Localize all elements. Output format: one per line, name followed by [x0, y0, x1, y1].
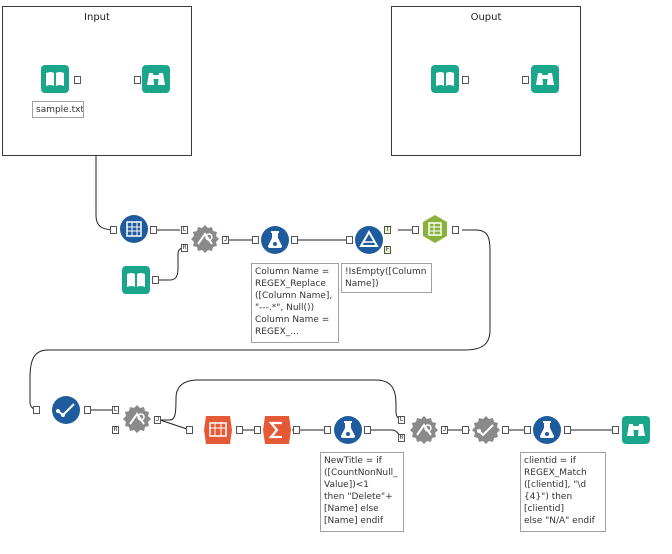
auto-field-icon [52, 396, 80, 424]
browse-icon [531, 65, 559, 93]
formula-icon [334, 416, 362, 444]
formula-tool[interactable] [532, 415, 562, 445]
join-j-anchor[interactable]: J [441, 426, 448, 434]
formula-input-anchor[interactable] [524, 426, 531, 434]
input-data-icon [122, 266, 150, 294]
join-right-anchor[interactable]: R [112, 426, 119, 434]
autofield-output-anchor[interactable] [84, 406, 91, 414]
text-to-columns-icon [120, 215, 148, 243]
join-tool[interactable] [409, 415, 439, 445]
browse-tool[interactable] [530, 64, 560, 94]
formula-tool[interactable] [333, 415, 363, 445]
join-j-anchor[interactable]: J [154, 416, 161, 424]
text-to-columns-input-anchor[interactable] [110, 226, 117, 234]
summarize-output-anchor[interactable] [293, 426, 300, 434]
filter-tool[interactable] [354, 225, 384, 255]
join-tool[interactable] [190, 224, 220, 254]
join-j-anchor[interactable]: J [222, 236, 229, 244]
input-data-tool[interactable] [430, 64, 460, 94]
connection-join2-crosstab[interactable] [159, 419, 191, 431]
select-records-icon [423, 215, 447, 243]
filter-true-anchor[interactable]: T [384, 226, 391, 234]
summarize-input-anchor[interactable] [254, 426, 261, 434]
input-data-output-anchor[interactable] [74, 76, 81, 84]
connection-input3-join[interactable] [152, 247, 185, 281]
summarize-tool[interactable] [262, 415, 292, 445]
browse-tool[interactable] [621, 415, 651, 445]
formula-icon [533, 416, 561, 444]
formula-input-anchor[interactable] [252, 236, 259, 244]
formula-tool[interactable] [260, 225, 290, 255]
crosstab-icon [204, 416, 232, 444]
join-right-anchor[interactable]: R [181, 244, 188, 252]
formula-output-anchor[interactable] [291, 236, 298, 244]
input-container-title: Input [84, 12, 110, 23]
crosstab-input-anchor[interactable] [186, 426, 193, 434]
filter-input-anchor[interactable] [346, 236, 353, 244]
crosstab-tool[interactable] [203, 415, 233, 445]
input-data-tool[interactable] [40, 64, 70, 94]
formula-icon [261, 226, 289, 254]
auto-field-tool[interactable] [51, 395, 81, 425]
join-icon [410, 416, 438, 444]
connection-join2-join3-loop[interactable] [160, 379, 405, 421]
clientid-formula-annotation: clientid = if REGEX_Match ([clientid], "… [520, 452, 606, 532]
input-data-output-anchor[interactable] [152, 276, 159, 284]
join-icon [191, 225, 219, 253]
formula-output-anchor[interactable] [364, 426, 371, 434]
join-left-anchor[interactable]: L [181, 226, 188, 234]
join-left-anchor[interactable]: L [398, 416, 405, 424]
join-tool[interactable] [122, 404, 152, 434]
browse-icon [142, 65, 170, 93]
join-icon [123, 405, 151, 433]
auto-field-tool[interactable] [471, 415, 501, 445]
join-right-anchor[interactable]: R [398, 434, 405, 442]
crosstab-output-anchor[interactable] [236, 426, 243, 434]
output-container-title: Ouput [470, 12, 502, 23]
autofield-output-anchor[interactable] [502, 426, 509, 434]
input-data-tool[interactable] [121, 265, 151, 295]
newtitle-formula-annotation: NewTitle = if ([CountNonNull_ Value])<1 … [320, 452, 404, 532]
filter-expression-annotation: !IsEmpty([Column Name]) [341, 263, 432, 293]
auto-field-icon [472, 416, 500, 444]
browse-input-anchor[interactable] [522, 76, 529, 84]
formula-output-anchor[interactable] [564, 426, 571, 434]
select-records-input-anchor[interactable] [412, 226, 419, 234]
regex-formula-annotation: Column Name = REGEX_Replace ([Column Nam… [251, 263, 339, 343]
autofield-input-anchor[interactable] [33, 406, 40, 414]
summarize-icon [263, 416, 291, 444]
formula-input-anchor[interactable] [324, 426, 331, 434]
connection-select-autofield[interactable] [29, 229, 491, 411]
browse-input-anchor[interactable] [612, 426, 619, 434]
browse-tool[interactable] [141, 64, 171, 94]
input-file-annotation: sample.txt [32, 101, 84, 118]
filter-false-anchor[interactable]: F [384, 246, 391, 254]
filter-icon [355, 226, 383, 254]
browse-input-anchor[interactable] [134, 76, 141, 84]
text-to-columns-output-anchor[interactable] [150, 226, 157, 234]
browse-icon [622, 416, 650, 444]
join-left-anchor[interactable]: L [112, 406, 119, 414]
input-data-output-anchor[interactable] [462, 76, 469, 84]
input-data-icon [41, 65, 69, 93]
text-to-columns-tool[interactable] [119, 214, 149, 244]
input-data-icon [431, 65, 459, 93]
select-records-output-anchor[interactable] [452, 226, 459, 234]
select-records-tool[interactable] [420, 214, 450, 244]
autofield-input-anchor[interactable] [462, 426, 469, 434]
